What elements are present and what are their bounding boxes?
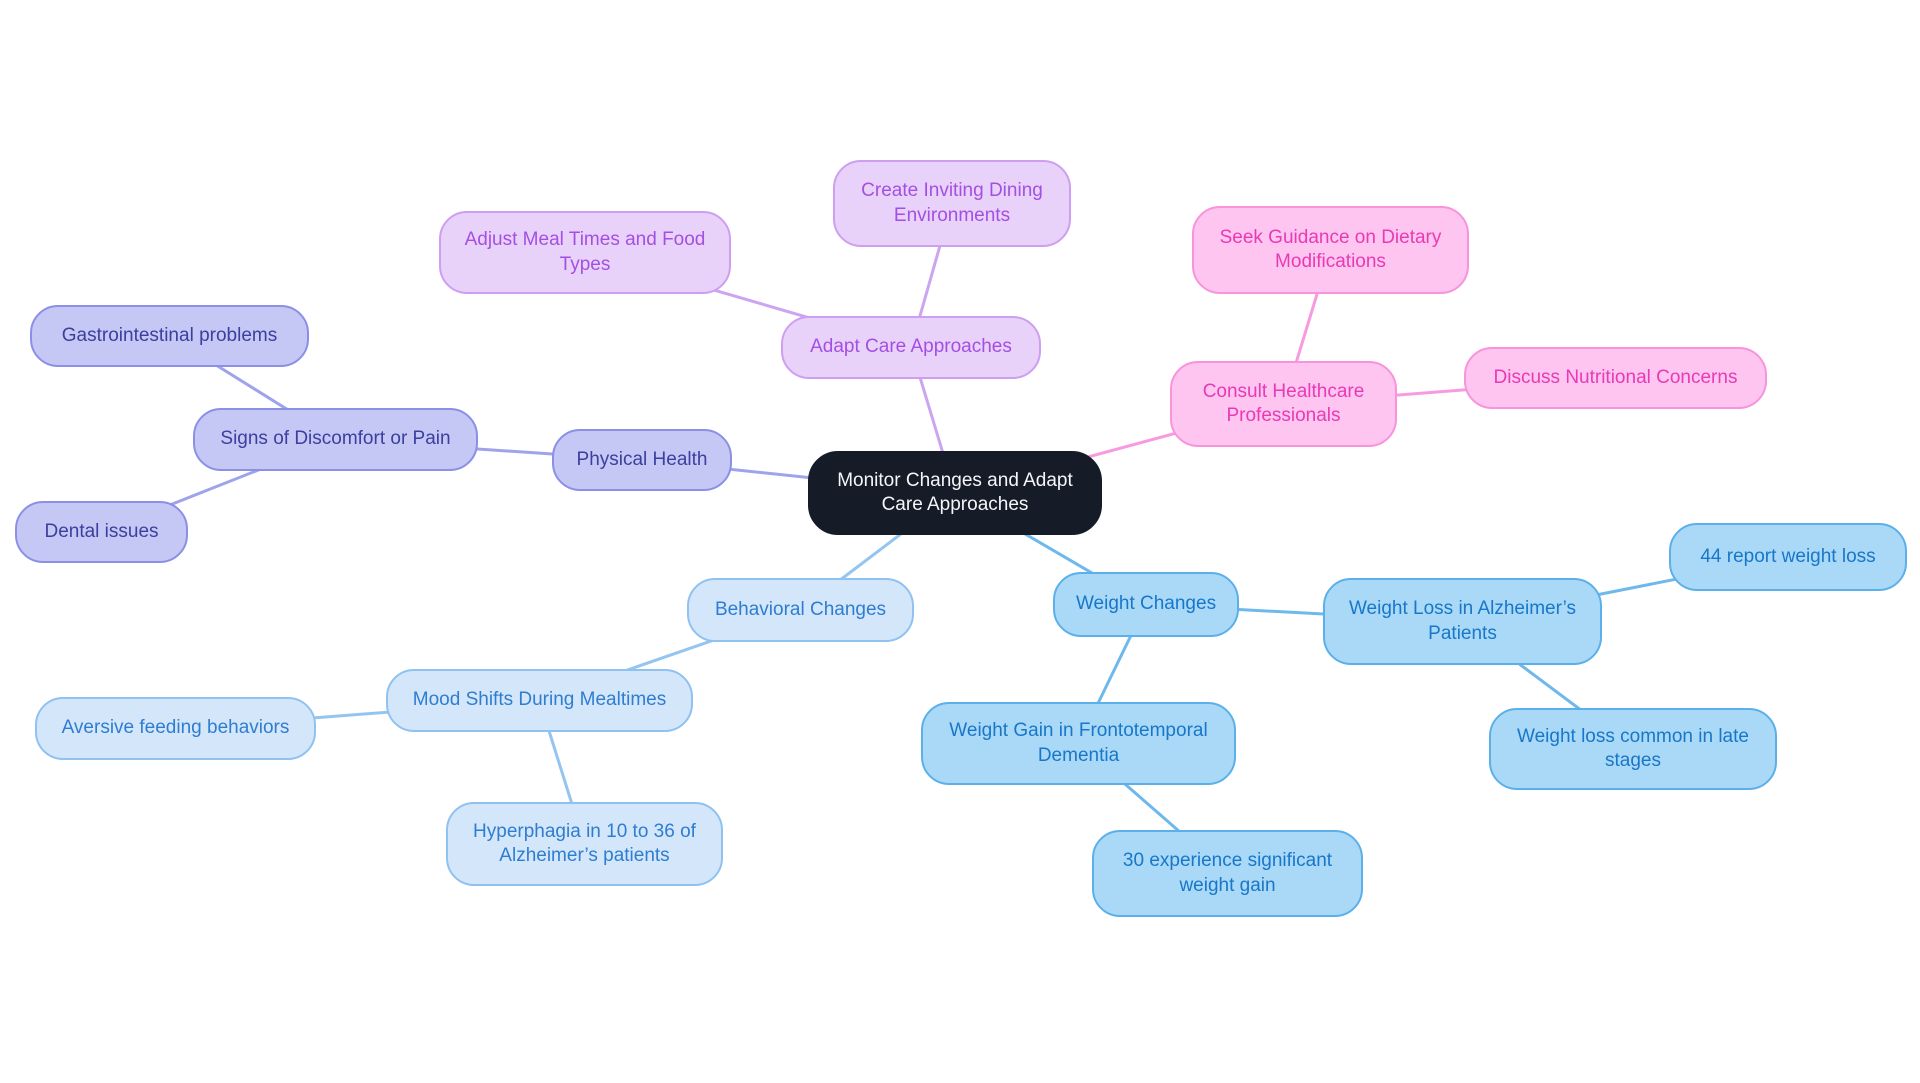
node-label: Aversive feeding behaviors: [61, 717, 290, 739]
node-mood-shifts-during-mealtimes[interactable]: Mood Shifts During Mealtimes: [386, 669, 693, 732]
node-label: Mood Shifts During Mealtimes: [412, 689, 667, 711]
node-label: Create Inviting Dining Environments: [861, 180, 1043, 226]
node-discuss-nutritional-concerns[interactable]: Discuss Nutritional Concerns: [1464, 347, 1767, 409]
node-create-inviting-dining-environments[interactable]: Create Inviting Dining Environments: [833, 160, 1071, 247]
node-weight-loss-common-in-late-stages[interactable]: Weight loss common in late stages: [1489, 708, 1777, 790]
node-label: Adapt Care Approaches: [810, 336, 1012, 358]
node-label: Physical Health: [576, 448, 708, 470]
node-label: Consult Healthcare Professionals: [1202, 380, 1365, 426]
node-label: Hyperphagia in 10 to 36 of Alzheimer’s p…: [473, 820, 696, 866]
node-adapt-care-approaches[interactable]: Adapt Care Approaches: [781, 316, 1041, 379]
node-label: Discuss Nutritional Concerns: [1493, 366, 1738, 388]
node-label: Weight Gain in Frontotemporal Dementia: [949, 720, 1208, 766]
node-signs-of-discomfort-or-pain[interactable]: Signs of Discomfort or Pain: [193, 408, 478, 471]
node-physical-health[interactable]: Physical Health: [552, 429, 732, 491]
node-label: Gastrointestinal problems: [61, 324, 278, 346]
node-30-experience-significant-weight-gain[interactable]: 30 experience significant weight gain: [1092, 830, 1363, 917]
node-label: 44 report weight loss: [1700, 545, 1876, 567]
node-label: Weight loss common in late stages: [1517, 725, 1749, 771]
node-label: Monitor Changes and Adapt Care Approache…: [837, 469, 1073, 515]
node-weight-loss-in-alzheimers-patients[interactable]: Weight Loss in Alzheimer’s Patients: [1323, 578, 1602, 665]
node-label: Signs of Discomfort or Pain: [220, 428, 451, 450]
node-adjust-meal-times-and-food-types[interactable]: Adjust Meal Times and Food Types: [439, 211, 731, 294]
node-gastrointestinal-problems[interactable]: Gastrointestinal problems: [30, 305, 309, 367]
node-label: Adjust Meal Times and Food Types: [464, 229, 706, 275]
node-aversive-feeding-behaviors[interactable]: Aversive feeding behaviors: [35, 697, 316, 760]
node-label: Weight Loss in Alzheimer’s Patients: [1348, 598, 1577, 644]
node-dental-issues[interactable]: Dental issues: [15, 501, 188, 563]
node-hyperphagia-in-alzheimers-patients[interactable]: Hyperphagia in 10 to 36 of Alzheimer’s p…: [446, 802, 723, 886]
node-consult-healthcare-professionals[interactable]: Consult Healthcare Professionals: [1170, 361, 1397, 447]
node-weight-changes[interactable]: Weight Changes: [1053, 572, 1239, 637]
node-behavioral-changes[interactable]: Behavioral Changes: [687, 578, 914, 642]
node-label: Weight Changes: [1075, 593, 1217, 615]
node-seek-guidance-on-dietary-modifications[interactable]: Seek Guidance on Dietary Modifications: [1192, 206, 1469, 294]
node-label: Seek Guidance on Dietary Modifications: [1219, 226, 1442, 272]
node-label: 30 experience significant weight gain: [1122, 850, 1333, 896]
node-label: Dental issues: [44, 520, 159, 542]
node-44-report-weight-loss[interactable]: 44 report weight loss: [1669, 523, 1907, 591]
node-weight-gain-in-frontotemporal-dementia[interactable]: Weight Gain in Frontotemporal Dementia: [921, 702, 1236, 785]
node-label: Behavioral Changes: [714, 598, 887, 620]
node-monitor-changes-root[interactable]: Monitor Changes and Adapt Care Approache…: [808, 451, 1102, 535]
